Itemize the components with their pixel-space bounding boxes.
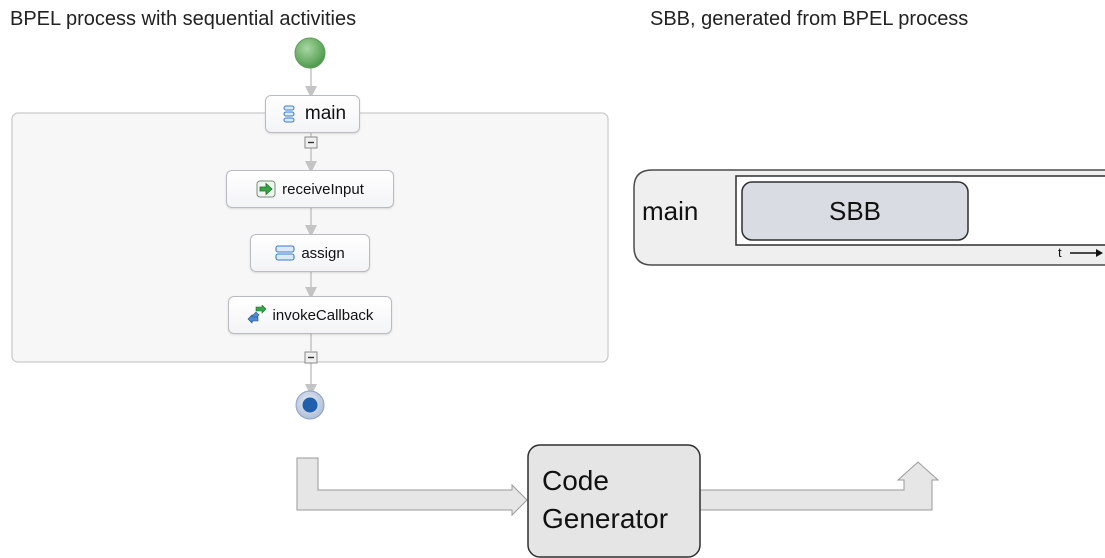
assign-icon xyxy=(275,243,295,263)
collapse-toggle-top xyxy=(304,136,318,149)
timeline-main-label: main xyxy=(642,196,699,226)
receive-icon xyxy=(256,179,276,199)
start-node xyxy=(294,37,326,69)
sbb-block xyxy=(741,181,969,241)
sequence-icon xyxy=(279,104,299,124)
flow-arrow-in xyxy=(296,457,528,517)
code-generator-line1: Code xyxy=(542,465,609,496)
flow-arrow-out xyxy=(699,461,940,511)
activity-receive-label: receiveInput xyxy=(282,180,364,198)
code-generator-line2: Generator xyxy=(542,503,669,534)
activity-main[interactable]: main xyxy=(265,95,360,133)
activity-invoke-callback[interactable]: invokeCallback xyxy=(228,296,392,334)
collapse-toggle-bottom xyxy=(304,351,318,364)
code-generator-box xyxy=(527,444,701,558)
activity-invoke-label: invokeCallback xyxy=(272,306,374,324)
end-node xyxy=(295,390,325,420)
activity-main-label: main xyxy=(304,103,347,124)
activity-assign[interactable]: assign xyxy=(250,234,370,272)
bpel-title: BPEL process with sequential activities xyxy=(10,8,357,30)
activity-receive-input[interactable]: receiveInput xyxy=(226,170,394,208)
code-generator-label: Code Generator xyxy=(542,462,702,538)
sbb-title: SBB, generated from BPEL process xyxy=(650,8,969,30)
time-axis-label: t xyxy=(1058,245,1062,260)
sbb-block-label: SBB xyxy=(828,195,882,226)
invoke-icon xyxy=(247,305,267,325)
activity-assign-label: assign xyxy=(301,244,345,262)
time-axis-arrow xyxy=(1070,249,1103,257)
